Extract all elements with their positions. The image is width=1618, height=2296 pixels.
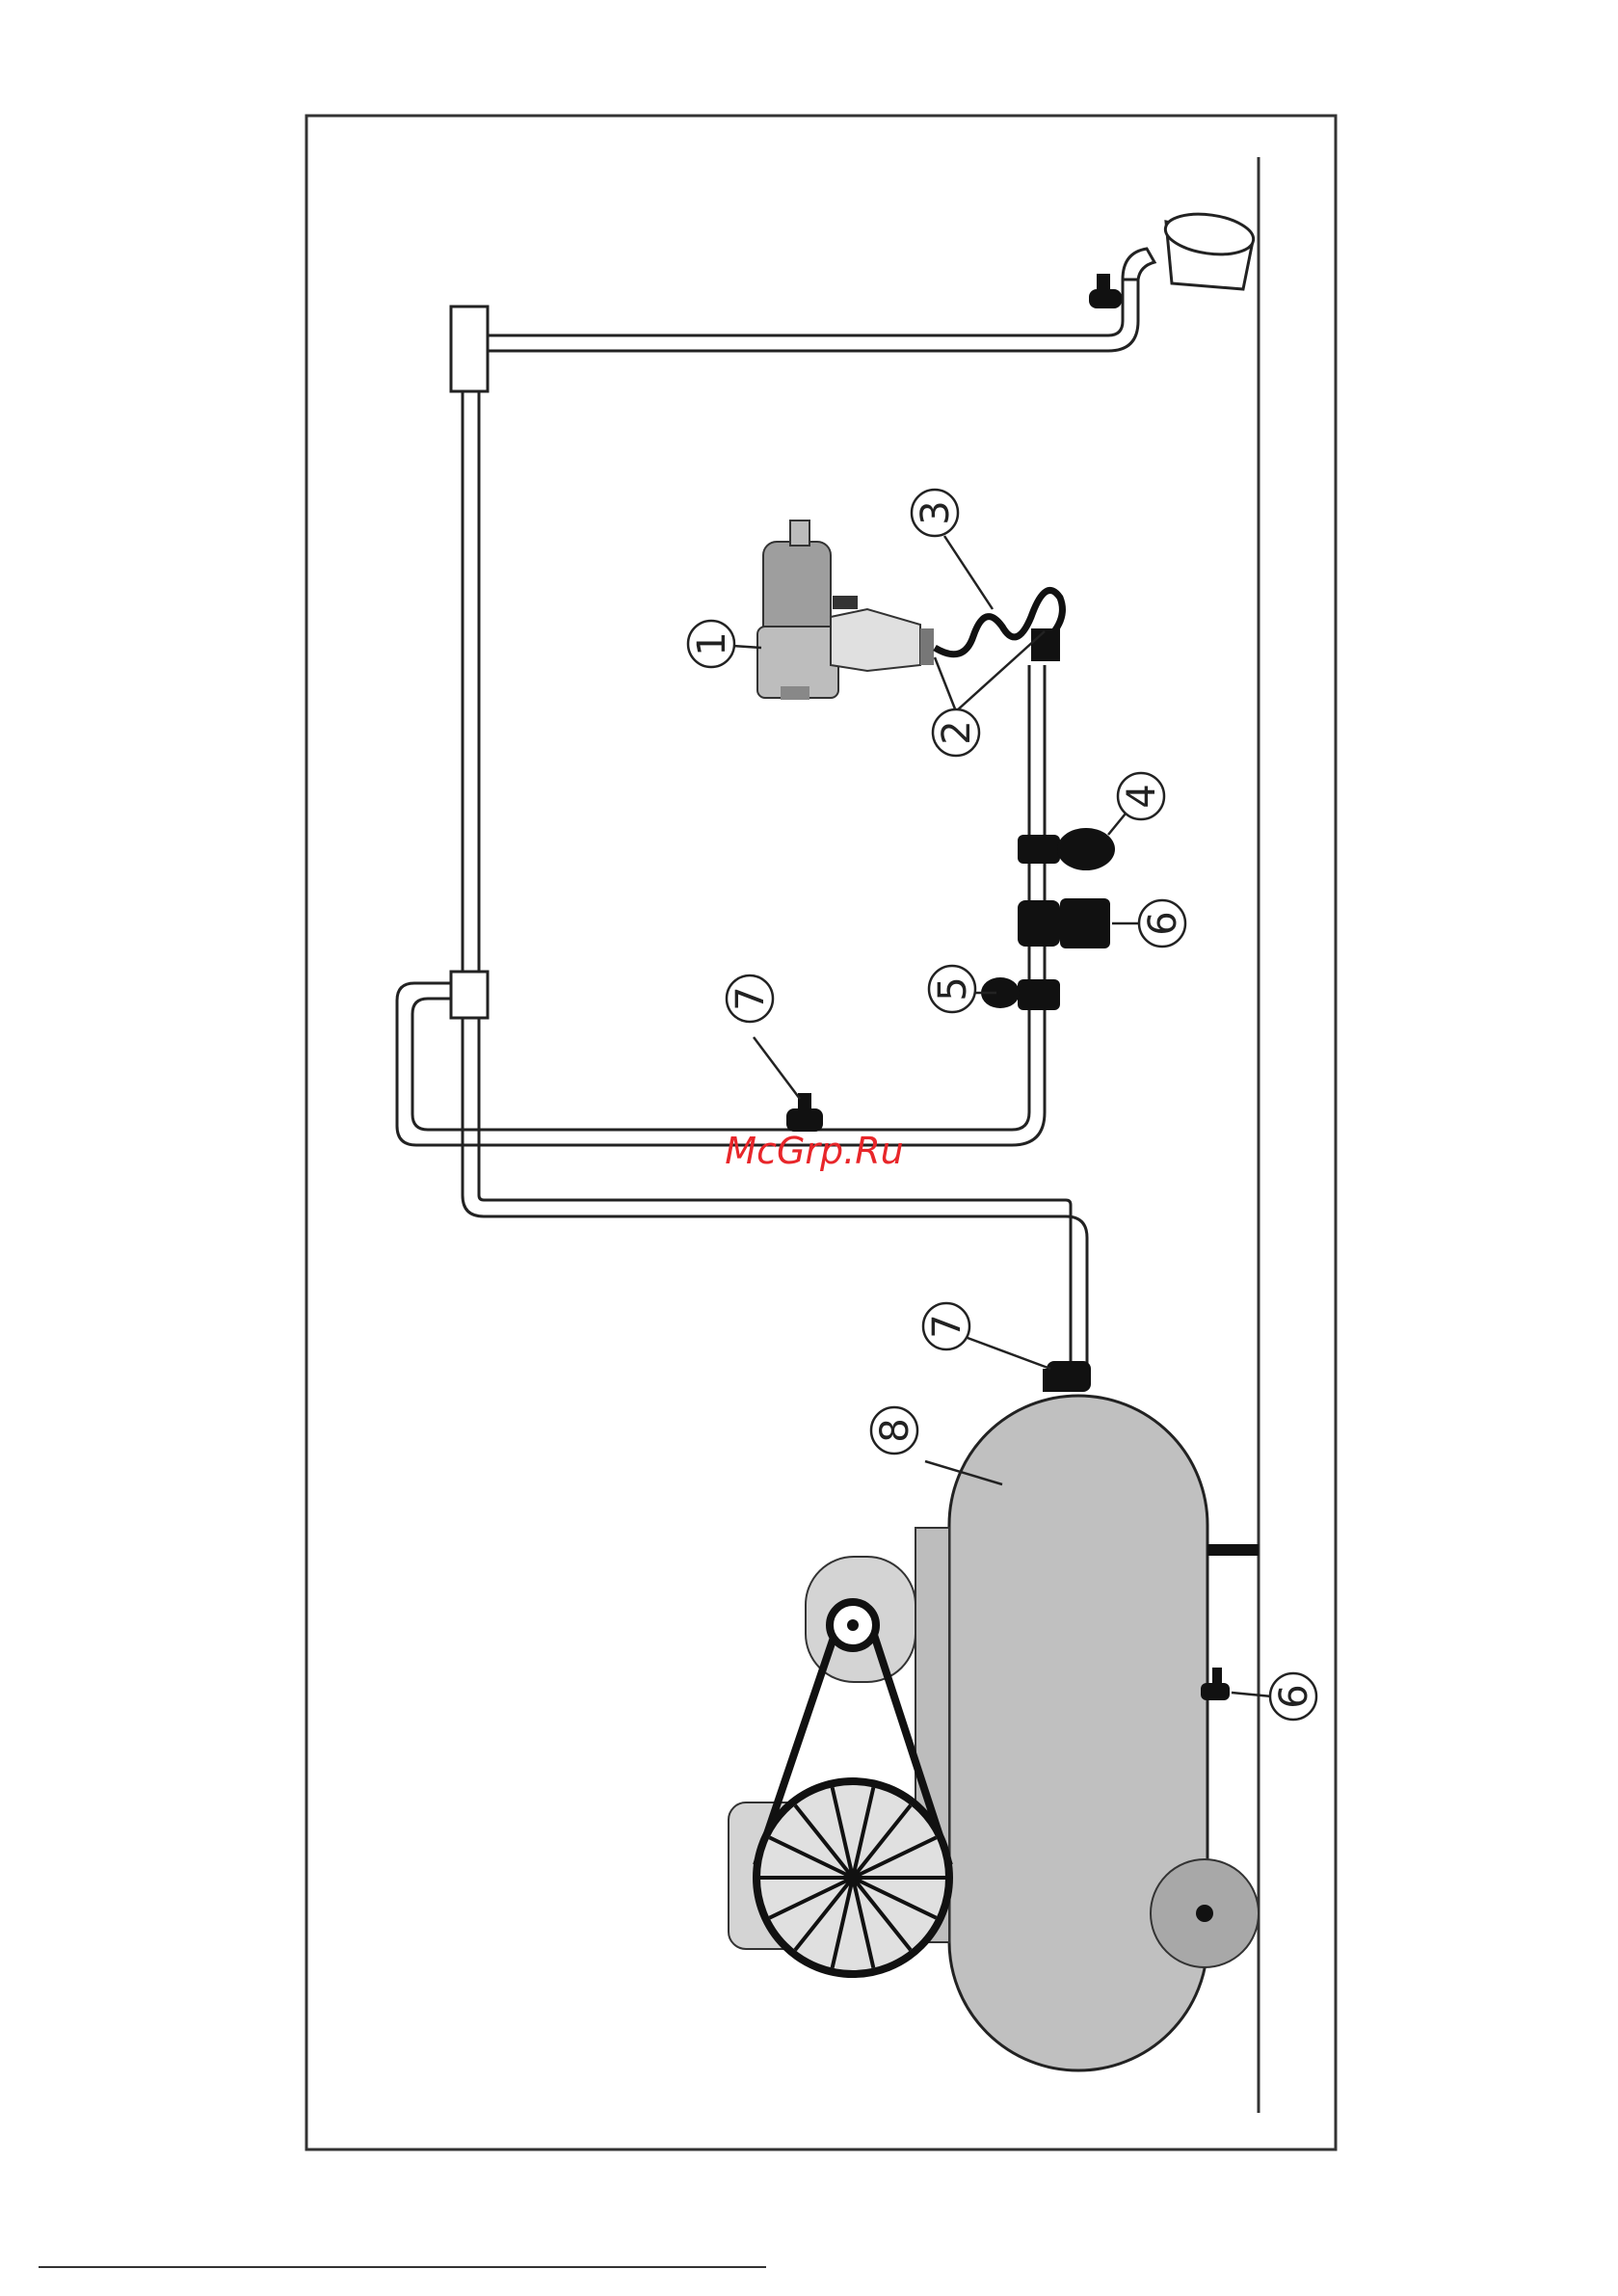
tee-fitting-branch <box>451 972 488 1018</box>
regulator-icon <box>1018 898 1110 948</box>
svg-text:1: 1 <box>690 631 734 655</box>
drain-outlet-icon <box>1123 249 1154 280</box>
callout-8: 8 <box>871 1407 917 1454</box>
callout-7-branch: 7 <box>727 975 773 1022</box>
watermark: McGrp.Ru <box>725 1130 903 1172</box>
air-tool-icon <box>757 521 934 700</box>
svg-text:8: 8 <box>873 1418 917 1442</box>
svg-text:6: 6 <box>1141 911 1185 935</box>
svg-text:6: 6 <box>1272 1684 1316 1708</box>
quick-coupler <box>1031 628 1060 661</box>
tee-fitting-top <box>451 307 488 391</box>
main-pipe-network <box>397 280 1138 1369</box>
bucket-icon <box>1163 209 1257 289</box>
callout-5: 5 <box>929 966 975 1012</box>
svg-text:3: 3 <box>914 500 958 524</box>
callout-1: 1 <box>688 621 734 667</box>
svg-text:7: 7 <box>729 986 773 1010</box>
branch-drain-valve-icon <box>786 1093 823 1132</box>
callout-7-tank: 7 <box>923 1303 969 1349</box>
callout-6-regulator: 6 <box>1139 900 1185 947</box>
svg-text:7: 7 <box>925 1314 969 1338</box>
callout-3: 3 <box>912 490 958 536</box>
lubricator-icon <box>1018 828 1115 870</box>
compressor-tank-icon <box>949 1396 1207 2070</box>
flywheel-icon <box>756 1781 949 1974</box>
tank-foot <box>1207 1544 1259 1556</box>
tank-outlet-valve-icon <box>1043 1361 1091 1392</box>
callout-4: 4 <box>1118 773 1164 819</box>
drain-valve-icon <box>1089 274 1122 308</box>
callout-6-tank: 6 <box>1270 1673 1316 1720</box>
callout-2: 2 <box>933 709 979 756</box>
svg-text:5: 5 <box>931 976 975 1001</box>
svg-text:2: 2 <box>935 720 979 744</box>
svg-text:4: 4 <box>1120 784 1164 808</box>
